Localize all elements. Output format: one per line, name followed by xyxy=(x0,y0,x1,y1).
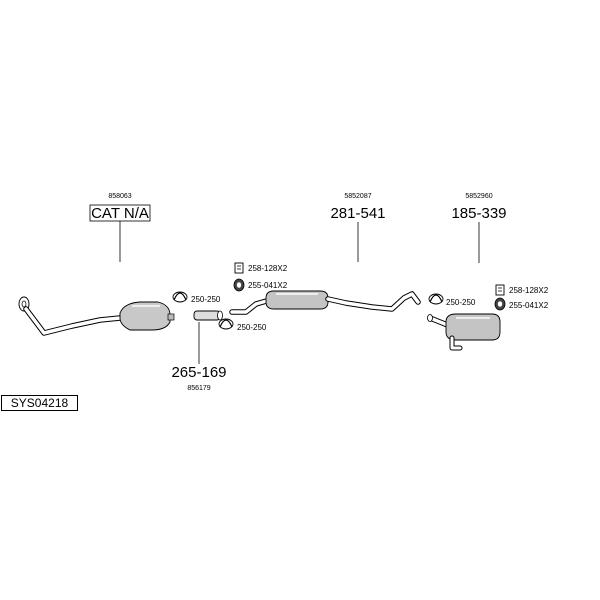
middle-ring[interactable]: 255-041X2 xyxy=(233,278,288,292)
catalyst-assembly[interactable]: 858063 CAT N/A xyxy=(18,193,175,336)
rear-ring-label: 255-041X2 xyxy=(509,301,549,310)
middle-ring-label: 255-041X2 xyxy=(248,281,288,290)
middle-silencer-code: 281-541 xyxy=(330,205,385,222)
middle-silencer-ref: 5852087 xyxy=(344,193,371,200)
catalyst-code: CAT N/A xyxy=(91,205,149,222)
rear-clamp-label: 250-250 xyxy=(446,298,476,307)
rear-ring[interactable]: 255-041X2 xyxy=(494,297,549,311)
rear-silencer-code: 185-339 xyxy=(451,205,506,222)
rear-mount-label: 258-128X2 xyxy=(509,286,549,295)
rear-silencer-ref: 5852960 xyxy=(465,193,492,200)
middle-silencer-icon xyxy=(229,290,421,315)
middle-mount-label: 258-128X2 xyxy=(248,264,288,273)
middle-lower-clamp-label: 250-250 xyxy=(237,323,267,332)
catalyst-icon xyxy=(119,301,175,331)
middle-lower-clamp[interactable]: 250-250 xyxy=(218,318,267,332)
rear-mount-top[interactable]: 258-128X2 xyxy=(495,284,549,296)
front-clamp-label: 250-250 xyxy=(191,295,221,304)
connector-code: 265-169 xyxy=(171,364,226,381)
catalyst-ref: 858063 xyxy=(108,193,131,200)
clamp-icon xyxy=(429,294,443,303)
rubber-ring-icon xyxy=(233,278,245,292)
middle-silencer-assembly[interactable]: 5852087 281-541 xyxy=(229,193,421,315)
connector-ref: 856179 xyxy=(187,385,210,392)
rubber-ring-icon xyxy=(494,297,506,311)
rubber-mount-icon xyxy=(234,262,244,274)
rear-clamp[interactable]: 250-250 xyxy=(428,293,476,307)
connector-pipe-icon xyxy=(193,310,223,321)
connector-pipe-assembly[interactable]: 265-169 856179 xyxy=(171,310,227,392)
rear-silencer-assembly[interactable]: 5852960 185-339 xyxy=(427,193,507,351)
rear-silencer-icon xyxy=(427,313,501,351)
clamp-icon xyxy=(173,292,187,301)
rubber-mount-icon xyxy=(495,284,505,296)
middle-mount-top[interactable]: 258-128X2 xyxy=(234,262,288,274)
clamp-icon xyxy=(219,319,233,328)
front-clamp[interactable]: 250-250 xyxy=(172,291,221,304)
system-code-box: SYS04218 xyxy=(1,395,78,411)
